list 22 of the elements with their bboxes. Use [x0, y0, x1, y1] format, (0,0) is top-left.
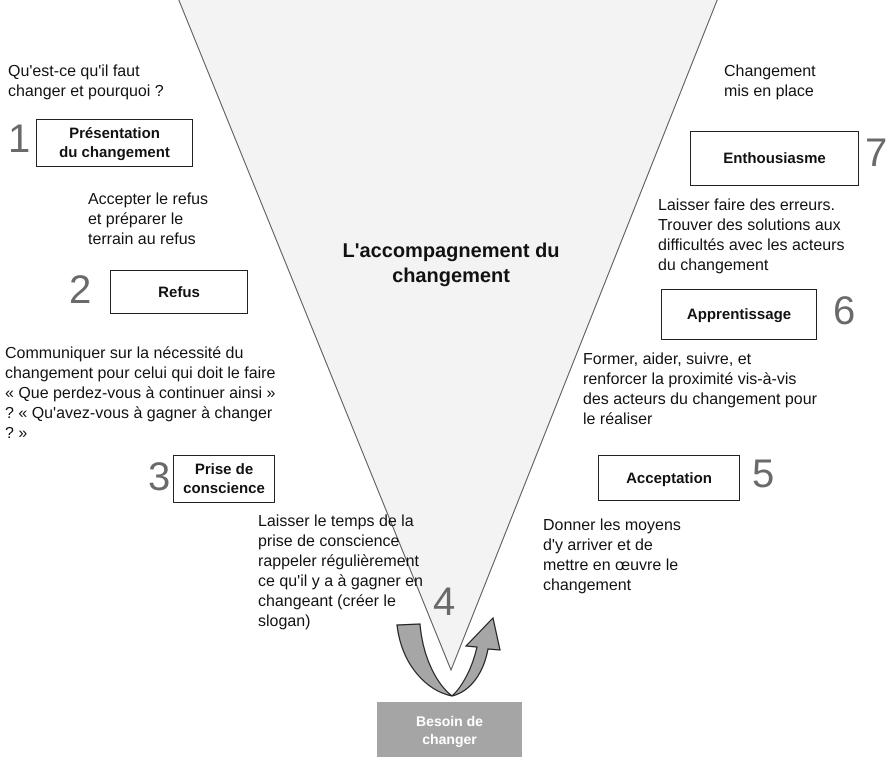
annotation-text: Former, aider, suivre, et renforcer la proximité vis-à-vis des acteurs du changement pour le réaliser [583, 350, 818, 430]
step-number: 5 [752, 452, 774, 496]
step-box: Refus [110, 270, 248, 314]
step-number: 4 [433, 580, 456, 624]
step-box: Enthousiasme [690, 131, 859, 186]
step-box: Prise de conscience [173, 455, 275, 503]
funnel-label: L'accompagnement du changement [341, 239, 560, 289]
need-box: Besoin de changer [377, 702, 522, 757]
annotation-text: Accepter le refus et préparer le terrain au refus [88, 190, 210, 250]
step-box: Acceptation [598, 455, 740, 501]
step-number: 2 [69, 268, 92, 312]
annotation-text: Communiquer sur la nécessité du changement pour celui qui doit le faire « Que perdez-vous à continuer ainsi » ? « Qu'avez-vous à gagner à changer ? » [5, 344, 276, 444]
step-number: 3 [148, 455, 170, 499]
annotation-text: Qu'est-ce qu'il faut changer et pourquoi ? [8, 62, 165, 102]
step-box: Apprentissage [661, 289, 817, 340]
step-number: 6 [833, 289, 856, 333]
step-number: 1 [8, 117, 30, 161]
step-box: Présentation du changement [36, 119, 193, 167]
annotation-text: Donner les moyens d'y arriver et de mettre en œuvre le changement [543, 516, 682, 596]
annotation-text: Changement mis en place [724, 62, 817, 102]
step-number: 7 [865, 131, 888, 175]
annotation-text: Laisser faire des erreurs. Trouver des solutions aux difficultés avec les acteurs du changement [658, 196, 846, 276]
